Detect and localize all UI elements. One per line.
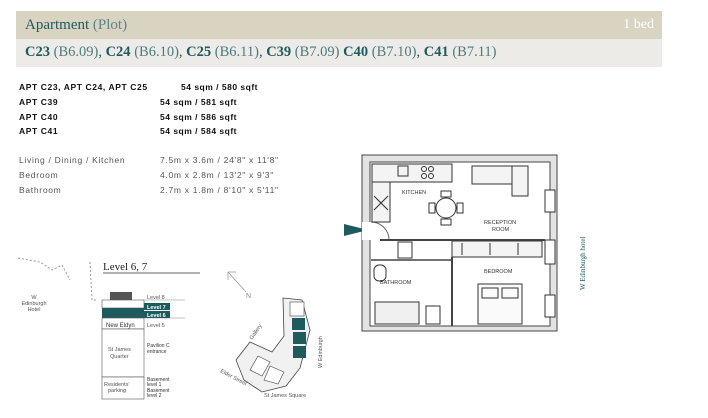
unit-list: C23 (B6.09), C24 (B6.10), C25 (B6.11), C…	[25, 44, 497, 60]
entrance-arrow-icon	[344, 224, 368, 236]
st-james-label-2: Quarter	[110, 354, 129, 360]
basement-1-label: Basement	[147, 377, 170, 383]
basement-1-label-2: level 1	[147, 382, 162, 388]
area-value: 54 sqm / 586 sqft	[160, 112, 238, 122]
basement-2-label-2: level 2	[147, 393, 162, 399]
new-eldyn-label: New Eldyn	[106, 323, 135, 329]
kitchen-label: KITCHEN	[402, 190, 426, 196]
level-5-label: Level 5	[147, 323, 165, 329]
level-8-label: Level 8	[147, 295, 165, 301]
area-label: APT C41	[19, 126, 59, 136]
w-edinburgh-label: W Edinburgh	[318, 336, 324, 368]
area-value: 54 sqm / 584 sqft	[160, 126, 238, 136]
reception-label-2: ROOM	[492, 227, 510, 233]
area-label: APT C23, APT C24, APT C25	[19, 82, 148, 92]
basement-2-label: Basement	[147, 388, 170, 394]
room-label: Bedroom	[19, 170, 59, 180]
apartment-title: Apartment (Plot)	[25, 17, 128, 33]
room-label: Living / Dining / Kitchen	[19, 155, 126, 165]
residents-label: Residents'	[104, 382, 130, 388]
north-arrow-icon	[227, 271, 247, 293]
hotel-label-3: Hotel	[28, 307, 41, 313]
bedroom-label: BEDROOM	[484, 269, 513, 275]
hotel-label-2: Edinburgh	[21, 301, 46, 307]
gallery-label: Gallery	[249, 323, 264, 341]
level-6-label: Level 6	[147, 313, 166, 319]
square-label: St James Square	[264, 393, 306, 399]
unit-list-bar: C23 (B6.09), C24 (B6.10), C25 (B6.11), C…	[16, 39, 662, 67]
room-label: Bathroom	[19, 185, 62, 195]
area-label: APT C39	[19, 97, 59, 107]
area-label: APT C40	[19, 112, 59, 122]
hotel-label: W	[31, 295, 37, 301]
residents-label-2: parking	[108, 388, 126, 394]
pavilion-label-2: entrance	[147, 349, 167, 355]
reception-label: RECEPTION	[484, 220, 516, 226]
room-value: 7.5m x 3.6m / 24'8" x 11'8"	[160, 155, 279, 165]
level-title: Level 6, 7	[103, 261, 148, 273]
bathroom-label: BATHROOM	[380, 280, 412, 286]
street-label: W Edinburgh hotel	[579, 237, 587, 290]
floor-plan-labels: KITCHEN RECEPTION ROOM BEDROOM BATHROOM	[380, 190, 516, 286]
area-value: 54 sqm / 581 sqft	[160, 97, 238, 107]
room-value: 4.0m x 2.8m / 13'2" x 9'3"	[160, 170, 274, 180]
area-value: 54 sqm / 580 sqft	[181, 82, 259, 92]
level-diagram: Level 6, 7 W Edinburgh Hotel New Eldyn S…	[17, 257, 200, 400]
header-bar: Apartment (Plot) 1 bed	[16, 11, 662, 39]
floor-plan	[344, 154, 558, 332]
level-7-label: Level 7	[147, 305, 166, 311]
room-value: 2.7m x 1.8m / 8'10" x 5'11"	[160, 185, 279, 195]
north-label: N	[246, 293, 251, 300]
st-james-label: St James	[108, 347, 131, 353]
pavilion-label: Pavilion C	[147, 343, 170, 349]
site-plan: N Gallery Elder Street St James Square W…	[219, 271, 324, 399]
bedroom-count: 1 bed	[623, 17, 654, 32]
